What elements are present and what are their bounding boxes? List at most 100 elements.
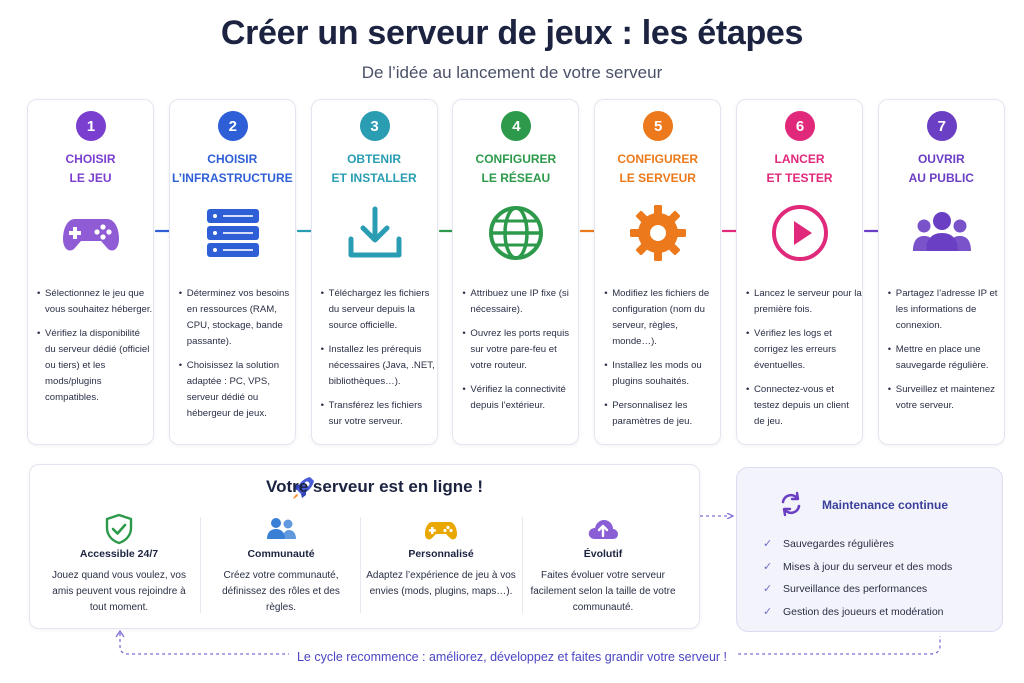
step-bullet: Attribuez une IP fixe (si nécessaire). bbox=[462, 286, 578, 318]
feature-description: Créez votre communauté, définissez des r… bbox=[222, 570, 340, 613]
step-title-line2: ET INSTALLER bbox=[331, 171, 417, 185]
step-title: CONFIGURER LE SERVEUR bbox=[595, 150, 720, 188]
step-bullet: Modifiez les fichiers de configuration (… bbox=[604, 286, 720, 350]
feature-2: Communauté Créez votre communauté, défin… bbox=[202, 513, 360, 623]
step-bullet: Transférez les fichiers sur votre serveu… bbox=[321, 398, 437, 430]
maintenance-item: ✓ Sauvegardes régulières bbox=[763, 537, 952, 551]
step-bullet: Installez les mods ou plugins souhaités. bbox=[604, 358, 720, 390]
step-title-line2: LE SERVEUR bbox=[619, 171, 696, 185]
step-title: CHOISIR LE JEU bbox=[28, 150, 153, 188]
refresh-icon bbox=[781, 491, 801, 517]
step-title-line2: LE JEU bbox=[69, 171, 112, 185]
feature-divider bbox=[522, 517, 523, 613]
feature-description: Adaptez l’expérience de jeu à vos envies… bbox=[366, 570, 516, 597]
maintenance-item-label: Sauvegardes régulières bbox=[783, 538, 894, 550]
maintenance-panel: Maintenance continue ✓Sauvegardes réguli… bbox=[736, 467, 1003, 632]
step-number-badge: 3 bbox=[359, 111, 390, 141]
feature-1: Accessible 24/7 Jouez quand vous voulez,… bbox=[40, 513, 198, 623]
step-title-line2: L’INFRASTRUCTURE bbox=[171, 171, 293, 185]
step-bullets: Sélectionnez le jeu que vous souhaitez h… bbox=[37, 286, 153, 414]
step-bullets: Téléchargez les fichiers du serveur depu… bbox=[321, 286, 437, 438]
step-card-5: 5 CONFIGURER LE SERVEUR Modifiez les fic… bbox=[594, 99, 722, 445]
cycle-text-label: Le cycle recommence : améliorez, dévelop… bbox=[288, 650, 736, 664]
step-number-badge: 2 bbox=[217, 111, 248, 141]
online-panel: Votre serveur est en ligne ! Accessible … bbox=[29, 464, 700, 629]
maintenance-item-label: Surveillance des performances bbox=[783, 583, 928, 595]
step-title-line1: CONFIGURER bbox=[617, 152, 699, 166]
step-number-badge: 7 bbox=[926, 111, 957, 141]
feature-4: Évolutif Faites évoluer votre serveur fa… bbox=[524, 513, 682, 623]
step-card-7: 7 OUVRIR AU PUBLIC Partagez l’adresse IP… bbox=[877, 99, 1005, 445]
step-card-2: 2 CHOISIR L’INFRASTRUCTURE Déterminez vo… bbox=[168, 99, 296, 445]
check-icon: ✓ bbox=[763, 583, 773, 595]
step-number-badge: 5 bbox=[643, 111, 674, 141]
feature-name: Communauté bbox=[247, 548, 315, 560]
community-icon bbox=[264, 513, 298, 545]
step-bullet: Installez les prérequis nécessaires (Jav… bbox=[321, 342, 437, 390]
check-icon: ✓ bbox=[763, 605, 773, 618]
step-title: CONFIGURER LE RÉSEAU bbox=[453, 150, 578, 188]
feature-name: Évolutif bbox=[583, 548, 623, 560]
feature-divider bbox=[360, 517, 361, 613]
step-bullet: Choisissez la solution adaptée : PC, VPS… bbox=[179, 358, 295, 422]
feature-3: Personnalisé Adaptez l’expérience de jeu… bbox=[362, 513, 520, 623]
step-card-3: 3 OBTENIR ET INSTALLER Téléchargez les f… bbox=[310, 99, 438, 445]
step-title-line1: OUVRIR bbox=[917, 152, 965, 166]
maintenance-list: ✓ Sauvegardes régulières ✓ Mises à jour du … bbox=[763, 537, 952, 627]
step-card-1: 1 CHOISIR LE JEU Sélectionnez le jeu que… bbox=[27, 99, 154, 445]
step-card-4: 4 CONFIGURER LE RÉSEAU Attribuez une IP … bbox=[452, 99, 580, 445]
step-title-line1: LANCER bbox=[774, 152, 825, 166]
step-bullet: Déterminez vos besoins en ressources (RA… bbox=[179, 286, 295, 350]
step-title-line2: ET TESTER bbox=[766, 171, 833, 185]
step-title: CHOISIR L’INFRASTRUCTURE bbox=[170, 150, 295, 188]
users-icon bbox=[912, 203, 972, 263]
step-title-line1: CHOISIR bbox=[65, 152, 116, 166]
step-title: LANCER ET TESTER bbox=[737, 150, 862, 188]
step-bullet: Vérifiez les logs et corrigez les erreur… bbox=[746, 326, 862, 374]
step-title-line1: CONFIGURER bbox=[475, 152, 557, 166]
controller-icon bbox=[424, 513, 458, 545]
step-title: OUVRIR AU PUBLIC bbox=[879, 150, 1004, 188]
step-bullet: Surveillez et maintenez votre serveur. bbox=[888, 382, 1004, 414]
step-bullet: Ouvrez les ports requis sur votre pare-f… bbox=[462, 326, 578, 374]
dashed-connector bbox=[700, 513, 734, 519]
page-title: Créer un serveur de jeux : les étapes bbox=[220, 14, 804, 52]
step-bullet: Partagez l’adresse IP et les information… bbox=[888, 286, 1004, 334]
globe-icon bbox=[486, 203, 546, 263]
step-bullets: Modifiez les fichiers de configuration (… bbox=[604, 286, 720, 438]
step-bullet: Vérifiez la disponibilité du serveur déd… bbox=[37, 326, 153, 406]
cloud-upload-icon bbox=[586, 513, 620, 545]
maintenance-item-label: Mises à jour du serveur et des mods bbox=[783, 560, 953, 573]
step-title-line1: OBTENIR bbox=[347, 152, 402, 166]
shield-check-icon bbox=[102, 513, 136, 545]
check-icon: ✓ bbox=[763, 560, 773, 573]
step-bullet: Personnalisez les paramètres de jeu. bbox=[604, 398, 720, 430]
step-title-line1: CHOISIR bbox=[207, 152, 258, 166]
step-bullet: Connectez-vous et testez depuis un clien… bbox=[746, 382, 862, 430]
step-bullet: Sélectionnez le jeu que vous souhaitez h… bbox=[37, 286, 153, 318]
step-bullets: Lancez le serveur pour la première fois.… bbox=[746, 286, 862, 438]
gear-icon bbox=[628, 203, 688, 263]
cycle-text: Le cycle recommence : améliorez, dévelop… bbox=[0, 650, 1024, 664]
step-number-badge: 1 bbox=[76, 111, 106, 141]
maintenance-item: ✓ Mises à jour du serveur et des mods bbox=[763, 560, 952, 574]
step-bullet: Lancez le serveur pour la première fois. bbox=[746, 286, 862, 318]
step-bullet: Téléchargez les fichiers du serveur depu… bbox=[321, 286, 437, 334]
online-title: Votre serveur est en ligne ! bbox=[266, 477, 483, 496]
step-title-line2: AU PUBLIC bbox=[908, 171, 974, 185]
step-bullets: Déterminez vos besoins en ressources (RA… bbox=[179, 286, 295, 430]
step-title: OBTENIR ET INSTALLER bbox=[312, 150, 437, 188]
step-bullets: Partagez l’adresse IP et les information… bbox=[888, 286, 1004, 422]
feature-name: Accessible 24/7 bbox=[79, 548, 159, 560]
feature-description: Faites évoluer votre serveur facilement … bbox=[530, 570, 676, 613]
download-icon bbox=[345, 203, 405, 263]
maintenance-item: ✓Gestion des joueurs et modération bbox=[763, 605, 952, 619]
steps-row: 1 CHOISIR LE JEU Sélectionnez le jeu que… bbox=[27, 99, 1005, 445]
step-card-6: 6 LANCER ET TESTER Lancez le serveur pou… bbox=[736, 99, 863, 445]
rocket-icon bbox=[293, 477, 314, 499]
check-icon: ✓ bbox=[763, 538, 773, 550]
feature-description: Jouez quand vous voulez, vos amis peuven… bbox=[52, 570, 186, 613]
gamepad-icon bbox=[61, 203, 121, 263]
server-rack-icon bbox=[203, 203, 263, 263]
step-number-badge: 4 bbox=[501, 111, 532, 141]
